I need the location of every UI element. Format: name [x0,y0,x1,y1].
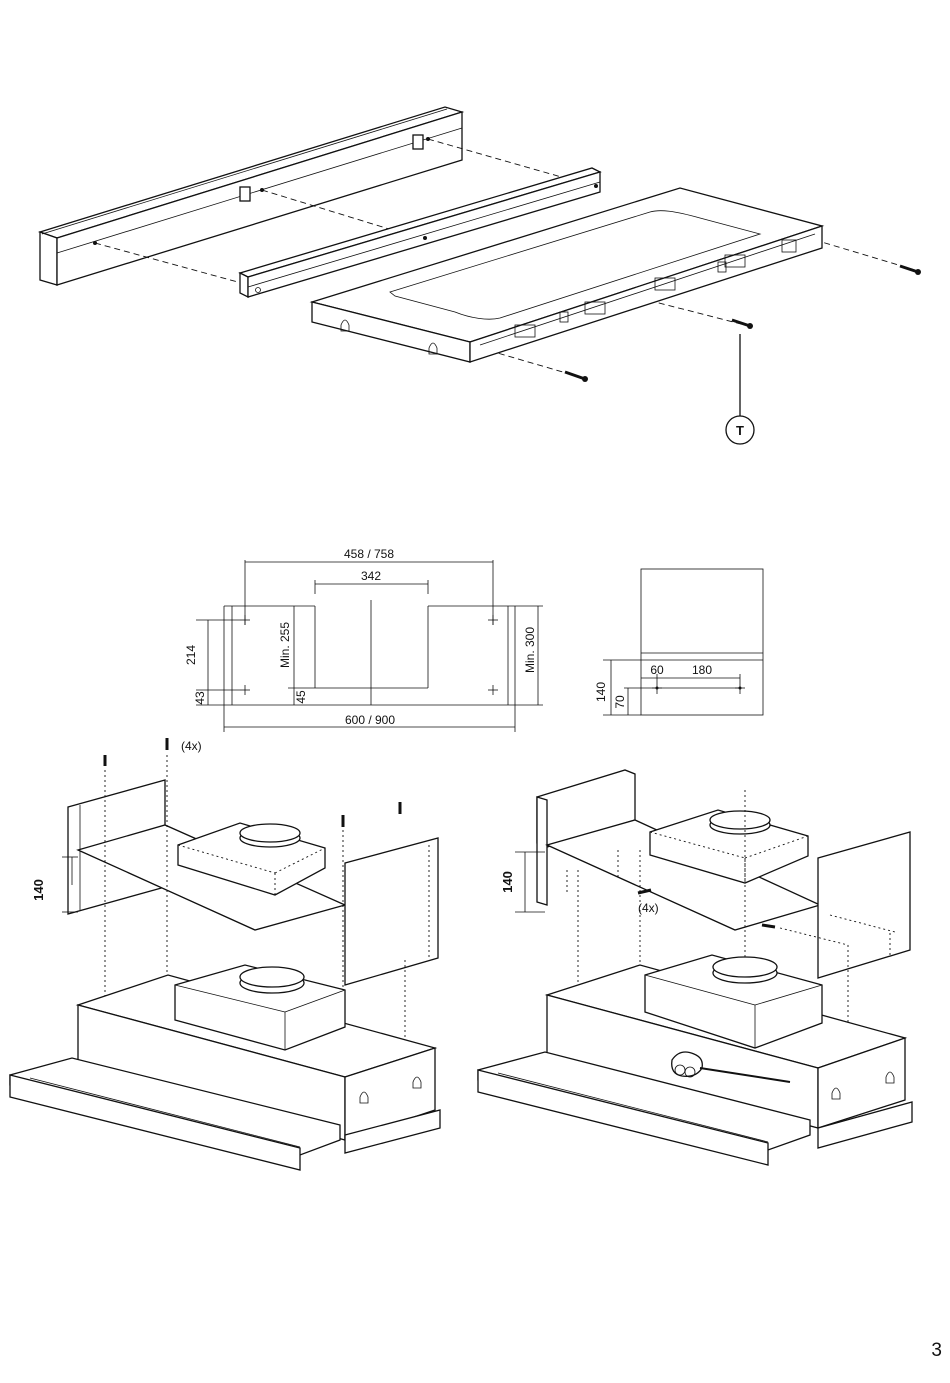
exploded-rail-assembly: T [40,107,921,444]
dimension-drawing-side: 140 70 60 180 [594,569,763,715]
dim-side-low: 70 [613,695,627,709]
dim-side-height: 140 [594,682,608,702]
dim-inner-bottom: 45 [294,690,308,704]
dim-bottom: 600 / 900 [345,713,395,727]
left-screws-qty: (4x) [181,739,202,753]
slide-frame [312,188,822,362]
screw [732,320,753,329]
dim-min-inner: Min. 255 [278,622,292,668]
dimension-drawing-wall: 458 / 758 342 214 43 Min. 255 45 Min. 30… [184,547,543,732]
dim-side-spacing: 180 [692,663,712,677]
dim-min-right: Min. 300 [523,627,537,673]
callout-t: T [726,416,754,444]
dim-side-offset: 60 [650,663,664,677]
left-height-label: 140 [31,879,46,901]
screw [900,266,921,275]
page-number: 3 [931,1340,942,1361]
dim-inner-top: 342 [361,569,381,583]
installation-right: 140 (4x) [478,770,912,1165]
dim-outer-top: 458 / 758 [344,547,394,561]
screw [762,925,775,927]
wall-rail [40,107,462,285]
screw [565,372,588,382]
dim-left-height: 214 [184,645,198,665]
callout-t-label: T [736,423,744,438]
right-height-label: 140 [500,871,515,893]
right-screws-qty: (4x) [638,901,659,915]
installation-left: 140 (4x) [10,738,440,1170]
dim-left-bottom: 43 [193,691,207,705]
